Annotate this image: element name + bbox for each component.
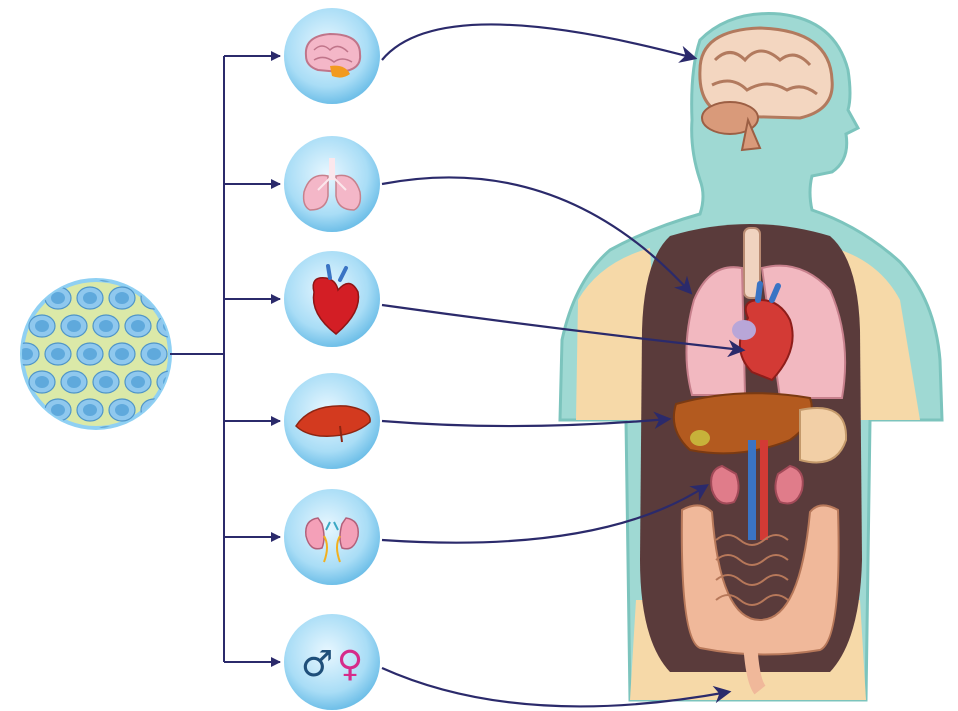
organ-circle-kidneys: [284, 489, 380, 585]
stem-cell: [0, 259, 23, 281]
stem-cell-nucleus: [3, 432, 17, 444]
stem-cell-nucleus: [67, 320, 81, 332]
stem-cell: [93, 259, 119, 281]
stem-cell-nucleus: [163, 264, 177, 276]
stem-cell-nucleus: [3, 376, 17, 388]
arrow-to-brain: [382, 24, 694, 60]
stem-cell-nucleus: [195, 432, 209, 444]
stem-cell: [13, 399, 39, 421]
stem-cell-nucleus: [131, 432, 145, 444]
stem-cell-nucleus: [131, 376, 145, 388]
stem-cell-nucleus: [131, 320, 145, 332]
stem-cell-nucleus: [179, 404, 193, 416]
stem-cell-nucleus: [179, 292, 193, 304]
stem-cell-nucleus: [147, 348, 161, 360]
stem-cell-nucleus: [211, 292, 225, 304]
stem-cell: [13, 287, 39, 309]
organ-circle-heart: [284, 251, 380, 347]
organ-circle-reproductive: ♂ ♀: [284, 614, 380, 710]
stem-cell-nucleus: [51, 348, 65, 360]
stem-cell: [29, 259, 55, 281]
stem-cell: [61, 427, 87, 449]
stem-cell: [157, 427, 183, 449]
stem-cell-nucleus: [35, 264, 49, 276]
stem-cell-nucleus: [19, 404, 33, 416]
stem-cell: [0, 427, 23, 449]
stem-cell: [189, 315, 215, 337]
female-symbol-icon: ♀: [337, 644, 363, 685]
stem-cell-nucleus: [115, 348, 129, 360]
male-symbol-icon: ♂: [301, 644, 333, 685]
stem-cell-nucleus: [35, 432, 49, 444]
stem-cell-nucleus: [195, 320, 209, 332]
stem-cell-nucleus: [51, 292, 65, 304]
stem-cell: [205, 399, 231, 421]
stem-cell-nucleus: [35, 376, 49, 388]
stem-cell-nucleus: [195, 376, 209, 388]
stem-cell-nucleus: [99, 264, 113, 276]
stem-cell: [173, 287, 199, 309]
stem-cell-nucleus: [67, 432, 81, 444]
stem-cell-nucleus: [131, 264, 145, 276]
stem-cell-nucleus: [211, 404, 225, 416]
stem-cell: [0, 371, 23, 393]
stem-cell-nucleus: [83, 404, 97, 416]
organ-circle-lungs: [284, 136, 380, 232]
stem-cell: [29, 427, 55, 449]
stem-cell-nucleus: [99, 320, 113, 332]
stem-cell-nucleus: [83, 292, 97, 304]
stem-cell-nucleus: [3, 320, 17, 332]
stem-cell-nucleus: [3, 264, 17, 276]
branch-connectors: [170, 56, 280, 662]
stem-cell-nucleus: [115, 292, 129, 304]
stem-cell-nucleus: [195, 264, 209, 276]
stem-cell-nucleus: [67, 376, 81, 388]
stem-cell: [173, 399, 199, 421]
stem-cell: [189, 371, 215, 393]
organ-circle-brain: [284, 8, 380, 104]
stem-cell-nucleus: [99, 432, 113, 444]
stem-cell-nucleus: [163, 432, 177, 444]
stem-cell-nucleus: [35, 320, 49, 332]
stem-cell: [125, 259, 151, 281]
stem-cell-nucleus: [51, 404, 65, 416]
stem-cell-nucleus: [115, 404, 129, 416]
stem-cell: [0, 315, 23, 337]
human-body-illustration: [560, 14, 942, 700]
stem-cell: [125, 427, 151, 449]
stem-cell: [93, 427, 119, 449]
stem-cell: [189, 427, 215, 449]
stem-cell-nucleus: [67, 264, 81, 276]
organ-circle-liver: [284, 373, 380, 469]
stem-cell-nucleus: [99, 376, 113, 388]
stem-cell: [61, 259, 87, 281]
stem-cell-nucleus: [19, 292, 33, 304]
stem-cell: [157, 259, 183, 281]
stem-cell-nucleus: [83, 348, 97, 360]
stem-cell: [189, 259, 215, 281]
